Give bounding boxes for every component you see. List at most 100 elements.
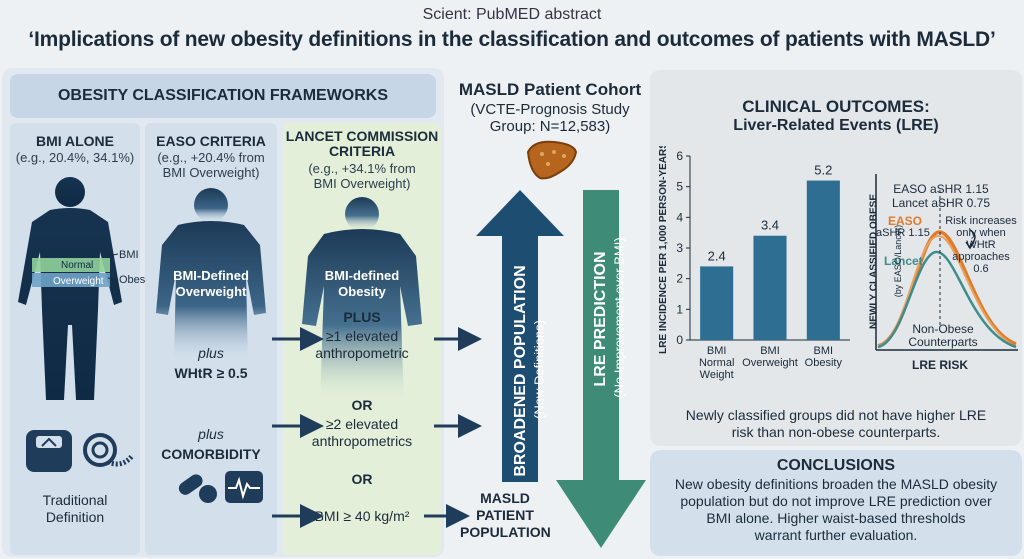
- bmi-label: BMI: [119, 249, 139, 261]
- lancet-crit1a: ≥1 elevated: [325, 328, 399, 344]
- lancet-crit3: BMI ≥ 40 kg/m²: [314, 508, 410, 524]
- lancet-body1: BMI-defined: [324, 268, 400, 283]
- easo-shr-label: EASO aSHR 1.15: [893, 182, 989, 196]
- outcomes-caption2: risk than non-obese counterparts.: [731, 424, 941, 440]
- easo-body1: BMI-Defined: [173, 268, 249, 283]
- obese-label: Obese: [119, 274, 152, 286]
- pills-icon: [178, 474, 217, 503]
- lancet-title2: CRITERIA: [328, 143, 396, 159]
- bar-value-label: 3.4: [761, 218, 779, 233]
- risk-note2: only when: [956, 227, 1006, 239]
- easo-curve-label2: aSHR 1.15: [876, 227, 930, 239]
- lre-prediction-arrow: [556, 190, 646, 548]
- conclusions-line2: population but do not improve LRE predic…: [680, 493, 992, 509]
- easo-silhouette-icon: [156, 188, 266, 363]
- cohort-title: MASLD Patient Cohort: [458, 80, 642, 99]
- category-label: Obesity: [805, 357, 843, 369]
- lancet-crit1b: anthropometric: [315, 345, 409, 361]
- frameworks-heading: OBESITY CLASSIFICATION FRAMEWORKS: [10, 74, 436, 118]
- y-tick-label: 4: [676, 210, 683, 224]
- conclusions-line3: BMI alone. Higher waist-based thresholds: [706, 510, 966, 526]
- category-label: Overweight: [742, 357, 798, 369]
- lancet-body2: Obesity: [338, 284, 386, 299]
- non-obese-label2: Counterparts: [908, 335, 978, 349]
- easo-sub1: (e.g., +20.4% from: [157, 150, 265, 165]
- bar-3: [806, 180, 840, 340]
- curve-ylabel2: (by EASO/Lancet): [893, 224, 903, 298]
- bar-ylabel: LRE INCIDENCE PER 1,000 PERSON-YEARS: [658, 146, 669, 354]
- curve-ylabel: NEWLY CLASSIFIED OBESE: [868, 193, 880, 330]
- heart-monitor-icon: [225, 471, 263, 503]
- risk-note4: approaches 0.6: [952, 251, 1010, 275]
- risk-note3: WHtR: [966, 239, 996, 251]
- broadened-population-label: BROADENED POPULATION: [512, 265, 529, 477]
- y-tick-label: 6: [676, 149, 683, 163]
- category-label: Normal: [699, 357, 734, 369]
- conclusions-line1: New obesity definitions broaden the MASL…: [674, 476, 998, 492]
- lancet-sub1: (e.g., +34.1% from: [308, 161, 416, 176]
- easo-body2: Overweight: [175, 284, 247, 299]
- lancet-crit2a: ≥2 elevated: [325, 416, 399, 432]
- lancet-shr-label: Lancet aSHR 0.75: [891, 196, 991, 210]
- lancet-title1: LANCET COMMISSION: [285, 128, 439, 144]
- liver-icon: [526, 140, 578, 180]
- population-label2: PATIENT: [476, 507, 534, 523]
- traditional-definition-line2: Definition: [45, 509, 105, 525]
- easo-whtr: WHtR ≥ 0.5: [174, 365, 248, 381]
- lancet-crit2b: anthropometrics: [311, 433, 413, 449]
- easo-plus2: plus: [198, 426, 224, 442]
- cohort-sub1: (VCTE-Prognosis Study: [470, 101, 630, 118]
- bmi-band-normal: Normal: [61, 260, 94, 271]
- conclusions-heading: CONCLUSIONS: [776, 457, 896, 474]
- bmi-silhouette-icon: [18, 177, 122, 400]
- non-obese-label1: Non-Obese: [912, 322, 974, 336]
- lancet-plus: PLUS: [343, 309, 381, 325]
- risk-curve-chart: [875, 174, 1018, 351]
- category-label: BMI: [760, 345, 780, 357]
- broadened-population-arrow: [476, 190, 564, 482]
- bmi-band-overweight: Overweight: [53, 276, 104, 287]
- bmi-sub: (e.g., 20.4%, 34.1%): [15, 150, 135, 165]
- tape-measure-icon: [83, 433, 134, 467]
- y-tick-label: 1: [676, 302, 683, 316]
- y-tick-label: 3: [676, 241, 683, 255]
- conclusions-panel: [650, 450, 1022, 556]
- lre-prediction-sub: (No Improvement over BMI): [611, 237, 627, 398]
- scale-icon: [26, 430, 72, 472]
- population-label3: POPULATION: [460, 524, 551, 540]
- bar-1: [700, 266, 734, 340]
- curve-xlabel: LRE RISK: [911, 358, 968, 372]
- easo-plus1: plus: [198, 345, 224, 361]
- page-title: ‘Implications of new obesity definitions…: [28, 28, 996, 51]
- easo-title: EASO CRITERIA: [156, 133, 266, 149]
- easo-sub2: BMI Overweight): [162, 165, 260, 180]
- conclusions-line4: warrant further evaluation.: [754, 527, 918, 543]
- risk-note1: Risk increases: [944, 215, 1018, 227]
- traditional-definition-line1: Traditional: [42, 492, 108, 508]
- lancet-or1: OR: [351, 397, 373, 413]
- bar-value-label: 5.2: [814, 163, 832, 178]
- cohort-sub2: Group: N=12,583): [489, 118, 611, 135]
- bar-value-label: 2.4: [708, 248, 726, 263]
- note-arrow-icon: [969, 229, 976, 247]
- outcomes-title2: Liver-Related Events (LRE): [733, 117, 939, 134]
- lre-prediction-label: LRE PREDICTION: [592, 251, 609, 387]
- lancet-silhouette-icon: [302, 197, 422, 404]
- lancet-or2: OR: [351, 471, 373, 487]
- easo-comorbidity: COMORBIDITY: [161, 446, 261, 462]
- bmi-title: BMI ALONE: [35, 133, 115, 149]
- category-label: BMI: [814, 345, 834, 357]
- bar-2: [753, 235, 787, 340]
- category-label: Weight: [700, 369, 734, 381]
- outcomes-caption1: Newly classified groups did not have hig…: [685, 407, 987, 423]
- y-tick-label: 2: [676, 272, 683, 286]
- easo-curve-label: EASO: [888, 214, 923, 228]
- category-label: BMI: [707, 345, 727, 357]
- outcomes-title1: CLINICAL OUTCOMES:: [742, 97, 930, 116]
- lancet-curve: [877, 250, 1017, 349]
- broadened-population-sub: (New Definitions): [531, 320, 547, 419]
- population-label1: MASLD: [480, 490, 530, 506]
